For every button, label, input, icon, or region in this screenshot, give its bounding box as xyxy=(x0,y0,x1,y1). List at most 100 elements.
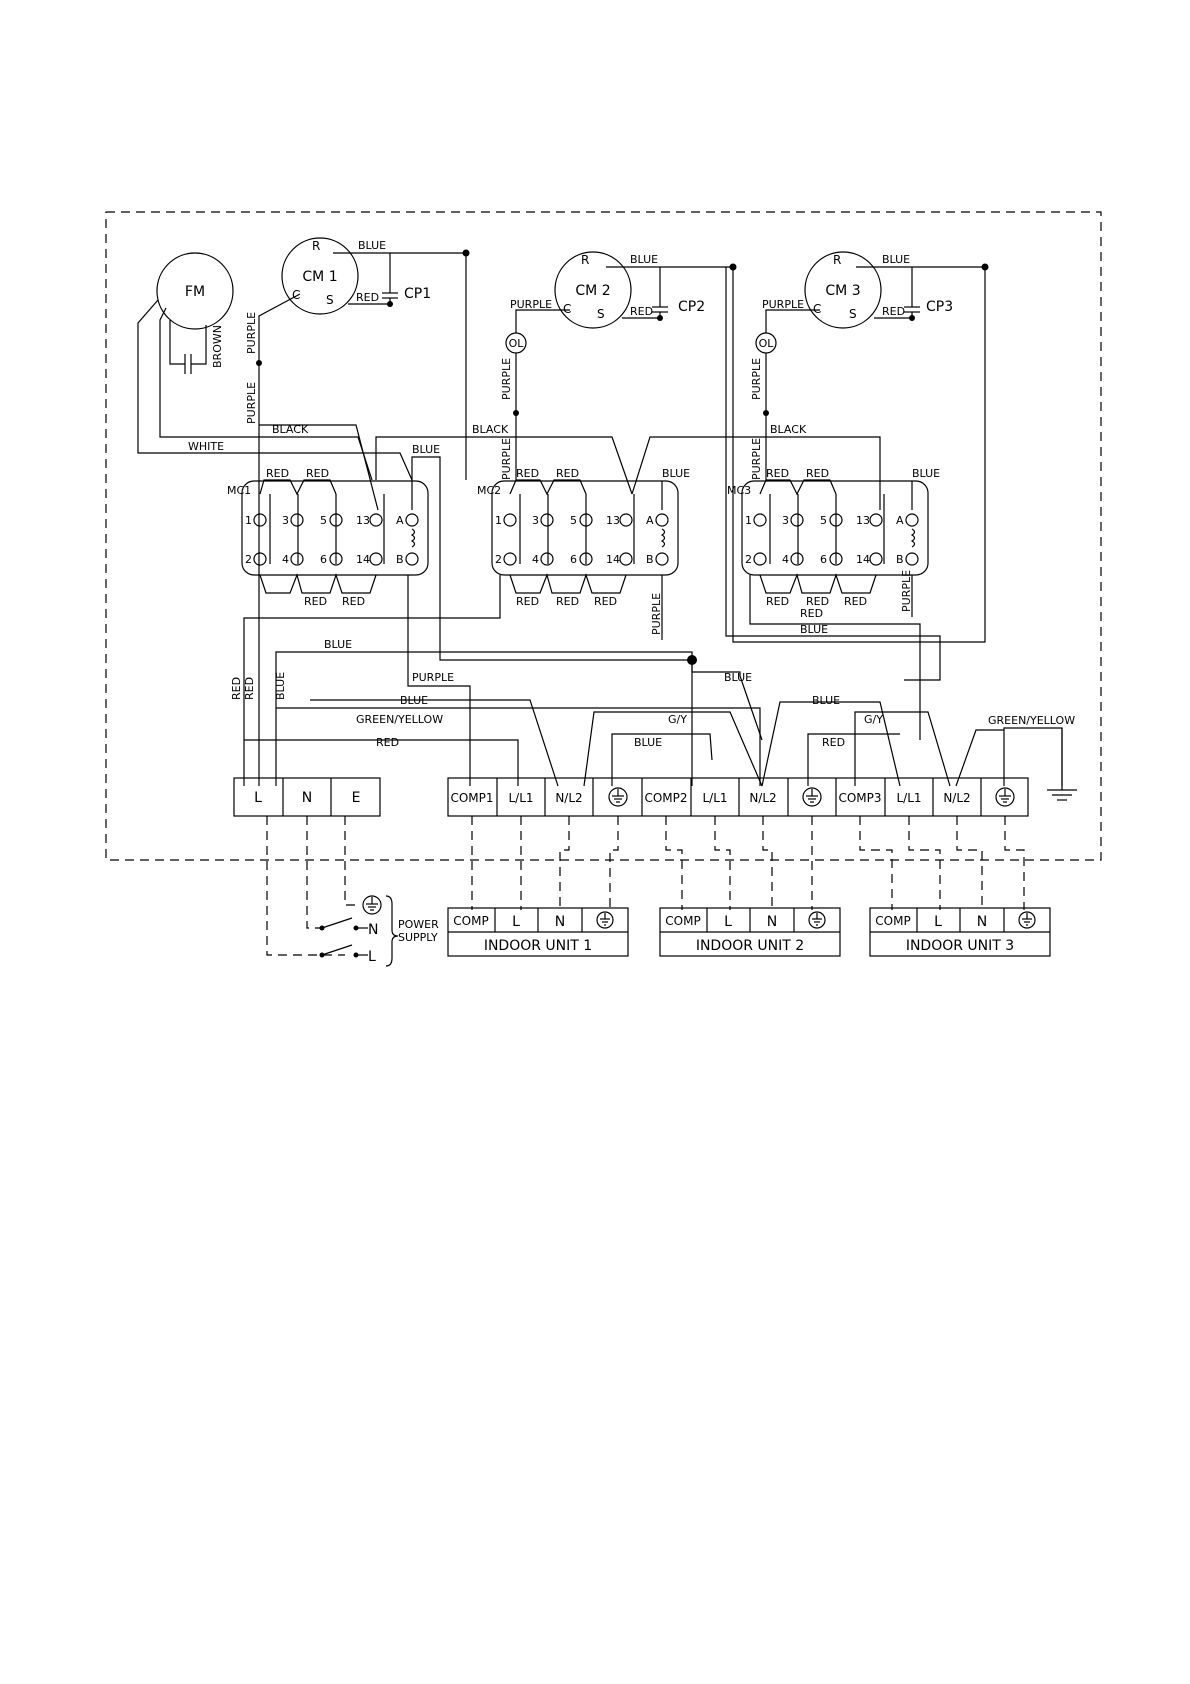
svg-text:GREEN/YELLOW: GREEN/YELLOW xyxy=(356,713,443,726)
svg-text:COMP: COMP xyxy=(665,914,700,928)
svg-text:B: B xyxy=(646,553,654,566)
svg-text:L: L xyxy=(724,914,732,930)
svg-text:POWER: POWER xyxy=(398,918,439,931)
cm1-purple-a: PURPLE xyxy=(245,312,258,354)
cm2-purple-b: PURPLE xyxy=(500,438,513,480)
svg-text:PURPLE: PURPLE xyxy=(412,671,454,684)
svg-text:5: 5 xyxy=(820,514,827,527)
black-1: BLACK xyxy=(272,423,309,436)
svg-text:RED: RED xyxy=(266,467,289,480)
svg-text:B: B xyxy=(896,553,904,566)
cp3-label: CP3 xyxy=(926,299,953,315)
svg-text:RED: RED xyxy=(806,467,829,480)
svg-text:1: 1 xyxy=(495,514,502,527)
svg-text:G/Y: G/Y xyxy=(668,713,687,726)
svg-text:6: 6 xyxy=(320,553,327,566)
mc3-purple: PURPLE xyxy=(900,570,913,612)
cm3-red: RED xyxy=(882,305,905,318)
svg-text:N/L2: N/L2 xyxy=(555,791,582,805)
svg-text:4: 4 xyxy=(532,553,539,566)
mc2-blue: BLUE xyxy=(662,467,690,480)
svg-text:BLUE: BLUE xyxy=(274,672,287,700)
svg-text:GREEN/YELLOW: GREEN/YELLOW xyxy=(988,714,1075,727)
svg-text:RED: RED xyxy=(230,677,243,700)
cm3-label: CM 3 xyxy=(825,283,860,299)
svg-text:N/L2: N/L2 xyxy=(943,791,970,805)
wire-label-white: WHITE xyxy=(188,440,224,453)
svg-text:L/L1: L/L1 xyxy=(702,791,727,805)
ground-icon xyxy=(995,787,1015,807)
fan-motor: FM BROWN WHITE xyxy=(137,252,413,481)
svg-text:RED: RED xyxy=(516,467,539,480)
svg-text:RED: RED xyxy=(306,467,329,480)
svg-text:N: N xyxy=(302,790,312,806)
cm3-purple-b: PURPLE xyxy=(750,438,763,480)
mc3-label: MC3 xyxy=(727,484,751,497)
indoor-unit-1-label: INDOOR UNIT 1 xyxy=(484,938,592,954)
cm1-c: C xyxy=(292,288,300,302)
svg-text:3: 3 xyxy=(282,514,289,527)
cp2-label: CP2 xyxy=(678,299,705,315)
svg-text:5: 5 xyxy=(320,514,327,527)
ground-icon xyxy=(1018,911,1036,929)
cm1-blue: BLUE xyxy=(358,239,386,252)
cm3-c: C xyxy=(813,302,821,316)
svg-text:RED: RED xyxy=(556,467,579,480)
svg-text:N: N xyxy=(767,914,777,930)
cm3-s: S xyxy=(849,307,857,321)
cm3-purple-a: PURPLE xyxy=(750,358,763,400)
compressor-2: R CM 2 C S BLUE RED CP2 PURPLE OL PURPLE… xyxy=(500,251,986,643)
cm3-purple-top: PURPLE xyxy=(762,298,804,311)
svg-text:SUPPLY: SUPPLY xyxy=(398,931,438,944)
svg-text:RED: RED xyxy=(806,595,829,608)
svg-text:E: E xyxy=(352,790,361,806)
svg-text:L: L xyxy=(512,914,520,930)
svg-text:14: 14 xyxy=(856,553,870,566)
svg-text:L/L1: L/L1 xyxy=(508,791,533,805)
cm1-purple-b: PURPLE xyxy=(245,382,258,424)
svg-text:L/L1: L/L1 xyxy=(896,791,921,805)
svg-text:4: 4 xyxy=(282,553,289,566)
svg-text:B: B xyxy=(396,553,404,566)
svg-text:COMP2: COMP2 xyxy=(644,791,687,805)
cm1-red: RED xyxy=(356,291,379,304)
svg-text:13: 13 xyxy=(606,514,620,527)
cm1-s: S xyxy=(326,293,334,307)
indoor-unit-1: COMP L N INDOOR UNIT 1 xyxy=(447,907,629,957)
svg-text:2: 2 xyxy=(245,553,252,566)
svg-text:5: 5 xyxy=(570,514,577,527)
svg-text:1: 1 xyxy=(745,514,752,527)
svg-text:L: L xyxy=(934,914,942,930)
wire-label-brown: BROWN xyxy=(211,325,224,368)
ground-icon xyxy=(802,787,822,807)
cm3-blue: BLUE xyxy=(882,253,910,266)
svg-text:N: N xyxy=(977,914,987,930)
contactor-mc3: MC3 1 2 3 4 5 6 13 14 A B RED RED RED RE… xyxy=(727,467,940,617)
svg-text:COMP1: COMP1 xyxy=(450,791,493,805)
svg-text:3: 3 xyxy=(782,514,789,527)
svg-text:G/Y: G/Y xyxy=(864,713,883,726)
svg-text:N: N xyxy=(555,914,565,930)
svg-text:BLUE: BLUE xyxy=(634,736,662,749)
mc3-blue: BLUE xyxy=(912,467,940,480)
cm2-red: RED xyxy=(630,305,653,318)
cm2-s: S xyxy=(597,307,605,321)
fan-motor-label: FM xyxy=(185,284,205,300)
svg-text:14: 14 xyxy=(606,553,620,566)
svg-text:6: 6 xyxy=(570,553,577,566)
mc1-label: MC1 xyxy=(227,484,251,497)
ol-3: OL xyxy=(759,337,775,350)
mc2-purple: PURPLE xyxy=(650,593,663,635)
svg-text:RED: RED xyxy=(342,595,365,608)
svg-text:L: L xyxy=(368,949,376,965)
svg-text:BLUE: BLUE xyxy=(800,623,828,636)
svg-text:COMP3: COMP3 xyxy=(838,791,881,805)
indoor-unit-2: COMP L N INDOOR UNIT 2 xyxy=(659,907,841,957)
black-2: BLACK xyxy=(472,423,509,436)
svg-text:BLUE: BLUE xyxy=(324,638,352,651)
svg-text:6: 6 xyxy=(820,553,827,566)
svg-text:RED: RED xyxy=(376,736,399,749)
svg-text:A: A xyxy=(396,514,404,527)
svg-text:A: A xyxy=(646,514,654,527)
